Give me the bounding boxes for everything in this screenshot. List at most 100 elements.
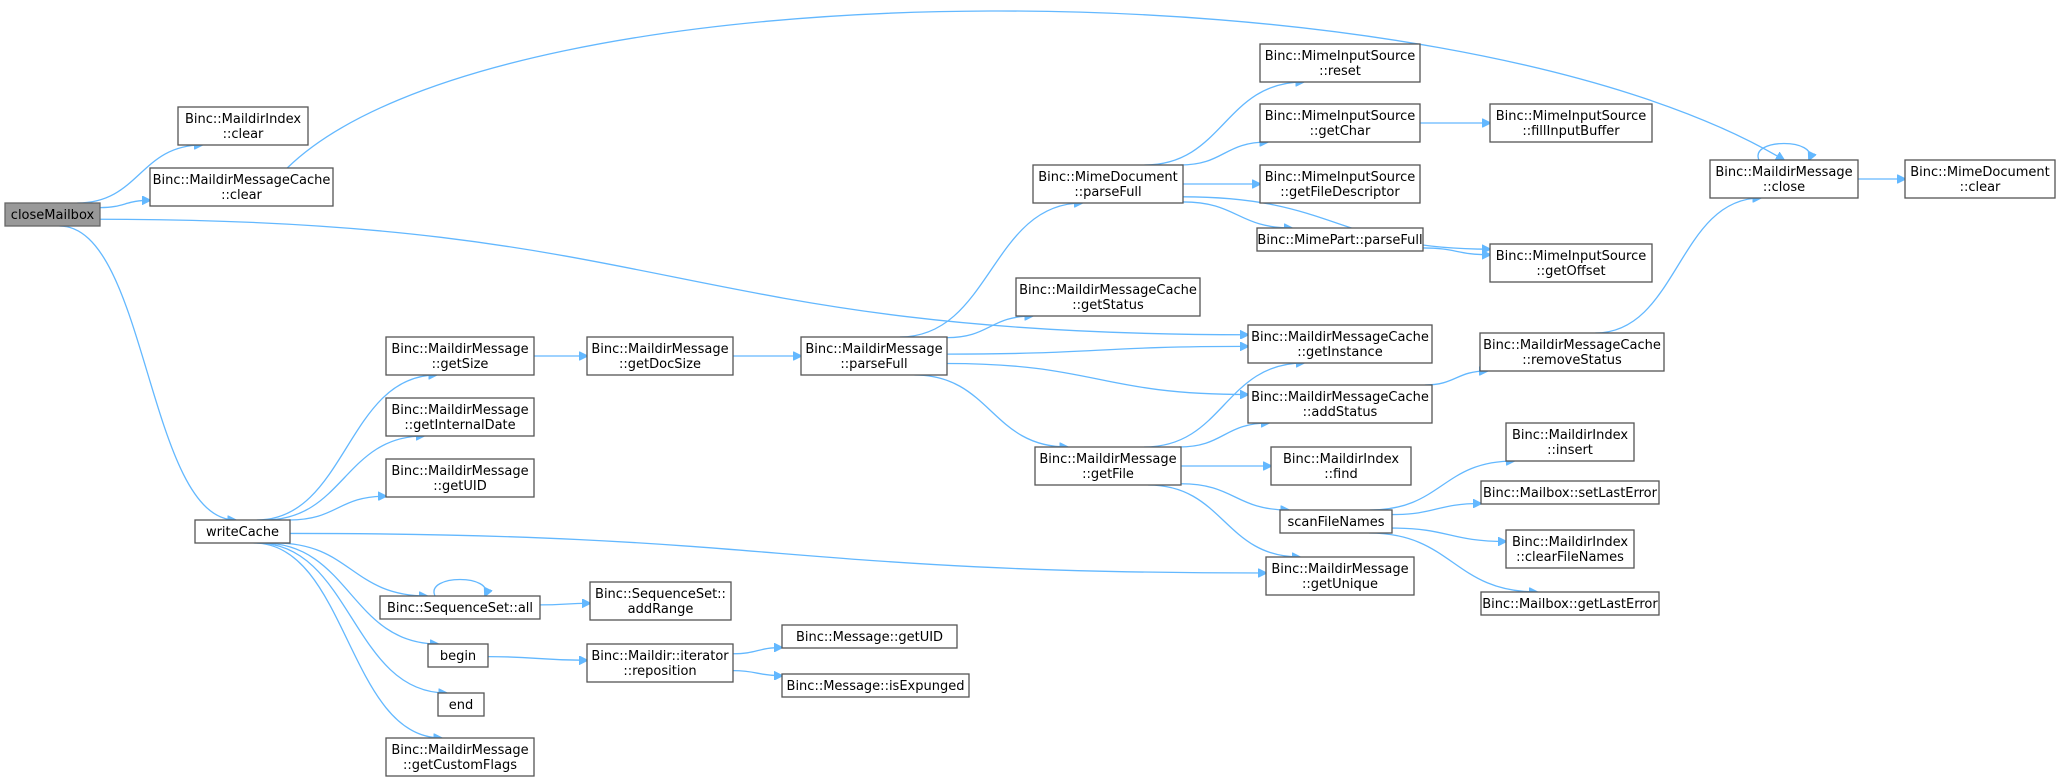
node-label: ::getInternalDate: [404, 418, 515, 433]
node-closeMailbox[interactable]: closeMailbox: [4, 202, 101, 227]
node-mis_getOffset[interactable]: Binc::MimeInputSource::getOffset: [1489, 243, 1653, 283]
edge-writeCache-to-end: [257, 542, 446, 693]
node-mi_insert[interactable]: Binc::MaildirIndex::insert: [1505, 422, 1635, 462]
node-mi_clearFileNames[interactable]: Binc::MaildirIndex::clearFileNames: [1505, 529, 1635, 569]
node-box: [1015, 277, 1201, 317]
edge-it_reposition-to-msg_getUID: [732, 648, 782, 655]
node-mm_getInternalDate[interactable]: Binc::MaildirMessage::getInternalDate: [385, 397, 535, 437]
node-msg_isExpunged[interactable]: Binc::Message::isExpunged: [781, 673, 970, 698]
node-label: writeCache: [206, 525, 279, 540]
node-box: [1247, 384, 1433, 424]
node-label: ::getInstance: [1297, 345, 1382, 360]
edge-mp_parseFull-to-mis_getOffset: [1422, 247, 1490, 255]
node-mm_getCustomFlags[interactable]: Binc::MaildirMessage::getCustomFlags: [385, 737, 535, 777]
node-writeCache[interactable]: writeCache: [194, 519, 291, 544]
node-box: [1489, 243, 1653, 283]
node-box: [1480, 480, 1660, 505]
node-end[interactable]: end: [437, 692, 485, 717]
node-mmc_getInstance[interactable]: Binc::MaildirMessageCache::getInstance: [1247, 324, 1433, 364]
node-label: ::getUnique: [1302, 577, 1378, 592]
node-box: [1247, 324, 1433, 364]
node-label: Binc::MimeInputSource: [1265, 109, 1415, 124]
edge-writeCache-to-mm_getCustomFlags: [253, 542, 442, 738]
node-label: ::clear: [1960, 180, 2001, 195]
node-label: Binc::MimeInputSource: [1496, 109, 1646, 124]
node-label: ::parseFull: [840, 357, 907, 372]
edge-writeCache-to-begin: [262, 542, 438, 644]
node-label: Binc::MaildirMessage: [805, 342, 942, 357]
node-label: Binc::Message::isExpunged: [787, 679, 965, 694]
node-label: Binc::MaildirMessageCache: [1483, 338, 1661, 353]
node-mm_close[interactable]: Binc::MaildirMessage::close: [1709, 159, 1859, 199]
node-mis_reset[interactable]: Binc::MimeInputSource::reset: [1259, 43, 1421, 83]
node-box: [379, 595, 541, 620]
node-mb_getLastError[interactable]: Binc::Mailbox::getLastError: [1480, 591, 1660, 616]
node-box: [589, 581, 732, 621]
edge-closeMailbox-to-mi_clear: [77, 145, 202, 204]
node-mmc_addStatus[interactable]: Binc::MaildirMessageCache::addStatus: [1247, 384, 1433, 424]
edge-it_reposition-to-msg_isExpunged: [732, 669, 782, 676]
node-mis_fillInputBuffer[interactable]: Binc::MimeInputSource::fillInputBuffer: [1489, 103, 1653, 143]
node-mmc_clear[interactable]: Binc::MaildirMessageCache::clear: [149, 167, 334, 207]
node-box: [1259, 164, 1421, 204]
node-mis_getFileDescriptor[interactable]: Binc::MimeInputSource::getFileDescriptor: [1259, 164, 1421, 204]
node-mp_parseFull[interactable]: Binc::MimePart::parseFull: [1256, 227, 1424, 252]
node-box: [385, 737, 535, 777]
node-box: [1256, 227, 1424, 252]
node-ss_all[interactable]: Binc::SequenceSet::all: [379, 595, 541, 620]
edge-writeCache-to-mm_getInternalDate: [264, 436, 424, 521]
node-box: [194, 519, 291, 544]
edge-writeCache-to-mm_getUnique: [289, 532, 1266, 573]
edge-mm_getFile-to-scanFileNames: [1180, 483, 1289, 510]
node-label: ::reposition: [623, 664, 696, 679]
node-mi_find[interactable]: Binc::MaildirIndex::find: [1270, 446, 1412, 486]
node-label: Binc::MaildirMessage: [391, 743, 528, 758]
node-box: [1034, 446, 1182, 486]
node-mi_clear[interactable]: Binc::MaildirIndex::clear: [177, 106, 309, 146]
node-box: [385, 458, 535, 498]
node-msg_getUID[interactable]: Binc::Message::getUID: [781, 624, 958, 649]
edge-begin-to-it_reposition: [487, 657, 587, 661]
node-box: [586, 643, 734, 683]
edge-scanFileNames-to-mi_insert: [1369, 461, 1514, 511]
node-box: [437, 692, 485, 717]
edge-scanFileNames-to-mi_clearFileNames: [1391, 527, 1506, 541]
node-box: [1032, 164, 1184, 204]
node-label: ::clear: [221, 188, 262, 203]
node-mm_getUnique[interactable]: Binc::MaildirMessage::getUnique: [1265, 556, 1415, 596]
node-mm_parseFull[interactable]: Binc::MaildirMessage::parseFull: [800, 336, 948, 376]
node-label: Binc::Mailbox::setLastError: [1483, 486, 1658, 501]
node-label: ::getSize: [432, 357, 489, 372]
node-mm_getFile[interactable]: Binc::MaildirMessage::getFile: [1034, 446, 1182, 486]
node-begin[interactable]: begin: [427, 643, 489, 668]
node-box: [1265, 556, 1415, 596]
node-label: ::close: [1763, 180, 1805, 195]
node-label: Binc::MimeDocument: [1038, 170, 1178, 185]
node-label: Binc::MaildirIndex: [1283, 452, 1399, 467]
node-mm_getSize[interactable]: Binc::MaildirMessage::getSize: [385, 336, 535, 376]
node-box: [800, 336, 948, 376]
node-mb_setLastError[interactable]: Binc::Mailbox::setLastError: [1480, 480, 1660, 505]
node-mis_getChar[interactable]: Binc::MimeInputSource::getChar: [1259, 103, 1421, 143]
nodes-layer: closeMailboxBinc::MaildirIndex::clearBin…: [4, 43, 2056, 777]
edge-writeCache-to-mm_getSize: [256, 375, 437, 521]
node-ss_addRange[interactable]: Binc::SequenceSet::addRange: [589, 581, 732, 621]
node-mm_getUID[interactable]: Binc::MaildirMessage::getUID: [385, 458, 535, 498]
node-mmc_removeStatus[interactable]: Binc::MaildirMessageCache::removeStatus: [1479, 332, 1665, 372]
node-md_parseFull[interactable]: Binc::MimeDocument::parseFull: [1032, 164, 1184, 204]
node-label: ::insert: [1547, 443, 1593, 458]
node-md_clear[interactable]: Binc::MimeDocument::clear: [1904, 159, 2056, 199]
edge-scanFileNames-to-mb_getLastError: [1368, 532, 1537, 592]
node-box: [781, 673, 970, 698]
node-box: [385, 397, 535, 437]
node-label: Binc::MimeDocument: [1910, 165, 2050, 180]
node-scanFileNames[interactable]: scanFileNames: [1279, 509, 1393, 534]
node-mmc_getStatus[interactable]: Binc::MaildirMessageCache::getStatus: [1015, 277, 1201, 317]
edge-md_parseFull-to-mp_parseFull: [1182, 201, 1292, 228]
node-box: [1259, 103, 1421, 143]
edges-layer: [59, 10, 1905, 738]
node-mm_getDocSize[interactable]: Binc::MaildirMessage::getDocSize: [586, 336, 734, 376]
node-label: ::clearFileNames: [1516, 550, 1624, 565]
node-it_reposition[interactable]: Binc::Maildir::iterator::reposition: [586, 643, 734, 683]
node-label: ::getStatus: [1072, 298, 1144, 313]
